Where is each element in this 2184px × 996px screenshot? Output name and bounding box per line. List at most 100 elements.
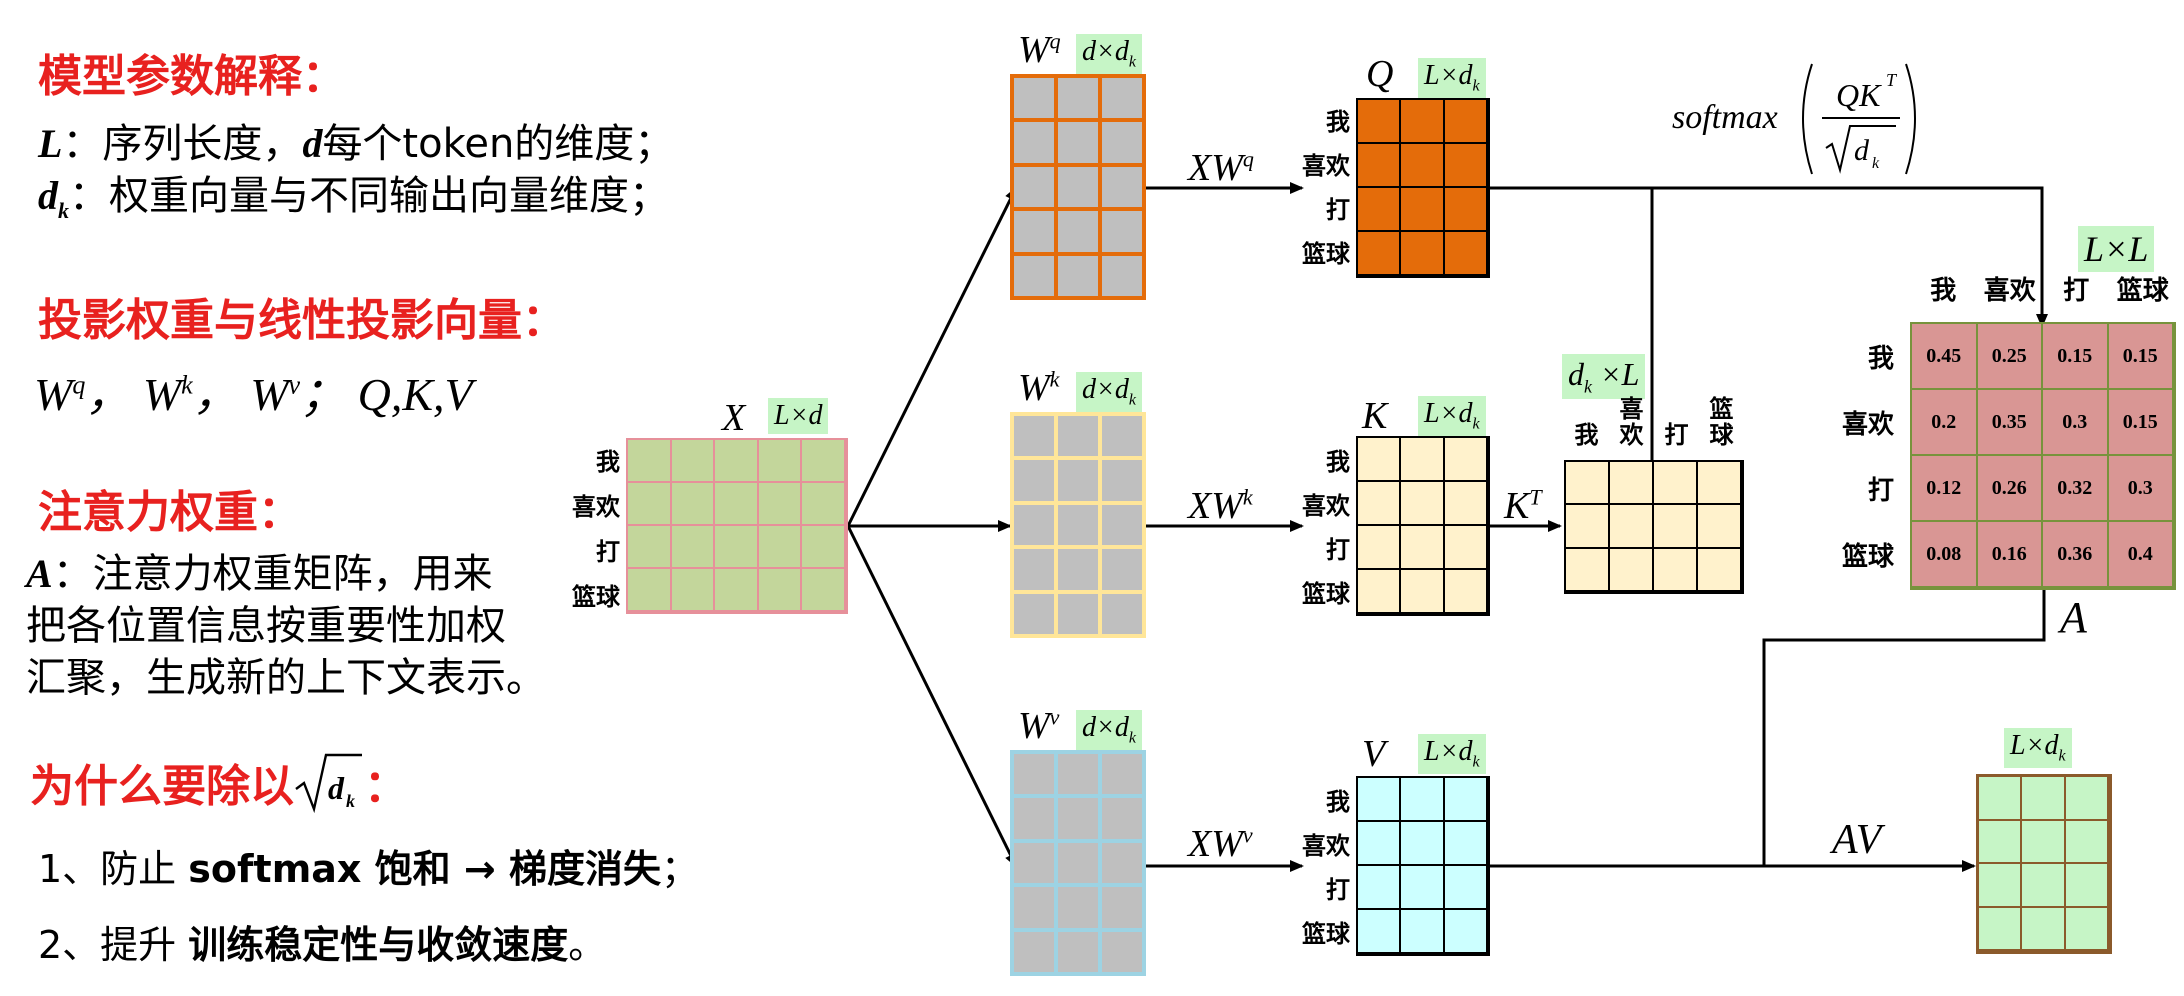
matrix-cell xyxy=(1444,144,1488,188)
v-dim-tag: L×dk xyxy=(1418,734,1486,774)
svg-text:T: T xyxy=(1886,70,1898,90)
matrix-cell xyxy=(1102,842,1142,884)
a-row-labels: 我喜欢打篮球 xyxy=(1841,344,1894,572)
matrix-cell xyxy=(1444,100,1488,144)
matrix-cell xyxy=(715,526,759,569)
section-title-scaling: 为什么要除以 d k ： xyxy=(30,750,408,814)
matrix-cell xyxy=(1014,887,1054,928)
k-label: K xyxy=(1362,395,1388,437)
attention-cell: 0.16 xyxy=(1977,522,2043,588)
output-dim-tag: L×dk xyxy=(2004,728,2072,768)
matrix-cell xyxy=(802,440,846,483)
attention-cell: 0.3 xyxy=(2043,390,2109,456)
param-line-L: L：序列长度，d每个token的维度； xyxy=(38,121,675,167)
matrix-cell xyxy=(1654,548,1698,592)
matrix-cell xyxy=(1401,866,1445,910)
matrix-cell xyxy=(1102,549,1142,590)
matrix-cell xyxy=(1102,504,1142,546)
matrix-cell xyxy=(1444,822,1488,866)
matrix-cell xyxy=(628,440,672,483)
matrix-cell xyxy=(1058,887,1098,928)
arrow-q-to-a xyxy=(1490,186,2048,328)
a-dim-tag: L×L xyxy=(2078,226,2155,272)
matrix-cell xyxy=(1401,822,1445,866)
matrix-cell xyxy=(1444,778,1488,822)
matrix-cell xyxy=(1058,593,1098,634)
reason-1: 1、防止 softmax 饱和 → 梯度消失； xyxy=(38,847,699,891)
matrix-cell xyxy=(1014,798,1054,839)
q-matrix xyxy=(1356,98,1490,278)
x-matrix xyxy=(626,438,848,614)
matrix-cell xyxy=(1058,122,1098,163)
matrix-cell xyxy=(1358,438,1402,482)
matrix-cell xyxy=(2022,820,2066,864)
matrix-cell xyxy=(758,440,803,483)
matrix-cell xyxy=(1102,931,1142,972)
matrix-cell xyxy=(1358,232,1402,276)
q-row-labels: 我喜欢打篮球 xyxy=(1302,108,1350,268)
line-a-to-av xyxy=(1762,590,2046,866)
attention-cell: 0.15 xyxy=(2108,324,2174,390)
matrix-cell xyxy=(1979,907,2023,951)
matrix-cell xyxy=(1058,78,1098,119)
wq-dim-tag: d×dk xyxy=(1076,34,1143,74)
matrix-cell xyxy=(1058,798,1098,839)
matrix-cell xyxy=(2065,820,2109,864)
attention-cell: 0.12 xyxy=(1912,456,1978,522)
symbol-d: d xyxy=(302,121,323,166)
matrix-cell xyxy=(671,483,716,526)
matrix-cell xyxy=(1358,570,1402,614)
matrix-cell xyxy=(1566,505,1610,549)
matrix-cell xyxy=(1014,416,1054,457)
kt-edge-label: KT xyxy=(1504,484,1542,527)
matrix-cell xyxy=(1102,798,1142,839)
matrix-cell xyxy=(1654,462,1698,506)
matrix-cell xyxy=(1401,526,1445,570)
matrix-cell xyxy=(1698,462,1742,506)
matrix-cell xyxy=(1401,232,1445,276)
matrix-cell xyxy=(1102,416,1142,457)
matrix-cell xyxy=(1358,822,1402,866)
kt-col-labels: 我喜 欢打篮 球 xyxy=(1574,395,1734,449)
symbol-A: A xyxy=(26,551,53,596)
section-title-projection: 投影权重与线性投影向量： xyxy=(38,295,566,346)
matrix-cell xyxy=(1058,416,1098,457)
svg-text:d: d xyxy=(328,770,345,806)
wv-matrix xyxy=(1010,750,1146,976)
matrix-cell xyxy=(1358,526,1402,570)
matrix-cell xyxy=(628,483,672,526)
matrix-cell xyxy=(1102,211,1142,252)
matrix-cell xyxy=(1401,778,1445,822)
matrix-cell xyxy=(1102,78,1142,119)
matrix-cell xyxy=(1102,255,1142,296)
matrix-cell xyxy=(1058,842,1098,884)
matrix-cell xyxy=(1401,438,1445,482)
matrix-cell xyxy=(1014,504,1054,546)
matrix-cell xyxy=(2065,864,2109,908)
wq-matrix xyxy=(1010,74,1146,300)
a-col-labels: 我喜欢打篮球 xyxy=(1930,276,2169,306)
matrix-cell xyxy=(1058,211,1098,252)
matrix-cell xyxy=(1102,887,1142,928)
wv-dim-tag: d×dk xyxy=(1076,710,1143,750)
attention-cell: 0.25 xyxy=(1977,324,2043,390)
matrix-cell xyxy=(1014,211,1054,252)
edge-label-xwk: XWk xyxy=(1188,484,1253,527)
arrow-x-to-wq xyxy=(846,186,1018,527)
matrix-cell xyxy=(1358,188,1402,232)
matrix-cell xyxy=(1358,144,1402,188)
a-label: A xyxy=(2060,593,2087,642)
matrix-cell xyxy=(1014,122,1054,163)
matrix-cell xyxy=(2022,907,2066,951)
matrix-cell xyxy=(1014,754,1054,795)
k-dim-tag: L×dk xyxy=(1418,396,1486,436)
matrix-cell xyxy=(1444,232,1488,276)
matrix-cell xyxy=(1401,188,1445,232)
matrix-cell xyxy=(802,483,846,526)
matrix-cell xyxy=(1401,144,1445,188)
matrix-cell xyxy=(715,569,759,612)
k-row-labels: 我喜欢打篮球 xyxy=(1302,448,1350,608)
matrix-cell xyxy=(1014,78,1054,119)
projection-symbols: Wq， Wk， Wv； Q,K,V xyxy=(34,369,473,420)
